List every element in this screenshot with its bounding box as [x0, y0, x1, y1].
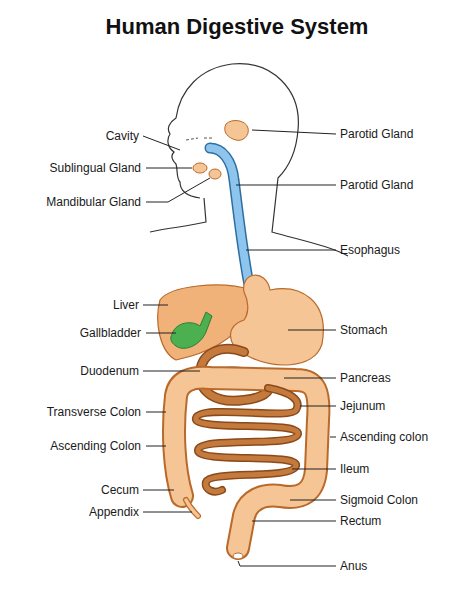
part-label: Parotid Gland [340, 127, 413, 141]
neck-outline [150, 198, 206, 232]
part-label: Ileum [340, 462, 369, 476]
part-label: Parotid Gland [340, 178, 413, 192]
part-label: Jejunum [340, 399, 385, 413]
leader-lines [143, 130, 336, 566]
palate-dashes [186, 138, 214, 140]
part-label: Liver [113, 298, 139, 312]
anus-opening [233, 553, 243, 559]
head-outline [168, 64, 348, 256]
part-label: Sigmoid Colon [340, 493, 418, 507]
mandibular-gland [209, 169, 221, 179]
part-label: Pancreas [340, 371, 391, 385]
part-label: Transverse Colon [47, 405, 141, 419]
esophagus-tube [210, 148, 250, 290]
gallbladder-shape [171, 312, 212, 348]
sublingual-gland [193, 163, 207, 173]
part-label: Appendix [89, 505, 139, 519]
part-label: Mandibular Gland [46, 195, 141, 209]
appendix-outline [186, 500, 198, 516]
diagram-title: Human Digestive System [0, 14, 474, 40]
colon-tube [174, 378, 318, 548]
part-label: Rectum [340, 514, 381, 528]
part-label: Anus [340, 559, 367, 573]
colon-outline [174, 378, 318, 548]
part-label: Gallbladder [80, 326, 141, 340]
part-label: Ascending colon [340, 430, 428, 444]
part-label: Duodenum [80, 364, 139, 378]
esophagus-outline [210, 148, 250, 290]
part-label: Cavity [106, 129, 139, 143]
appendix-tube [186, 500, 198, 516]
part-label: Ascending Colon [50, 439, 141, 453]
small-intestine-tube [196, 388, 298, 492]
small-intestine-outline [196, 388, 298, 492]
part-label: Esophagus [340, 243, 400, 257]
part-label: Stomach [340, 323, 387, 337]
parotid-gland [225, 121, 249, 141]
part-label: Sublingual Gland [50, 161, 141, 175]
part-label: Cecum [101, 483, 139, 497]
